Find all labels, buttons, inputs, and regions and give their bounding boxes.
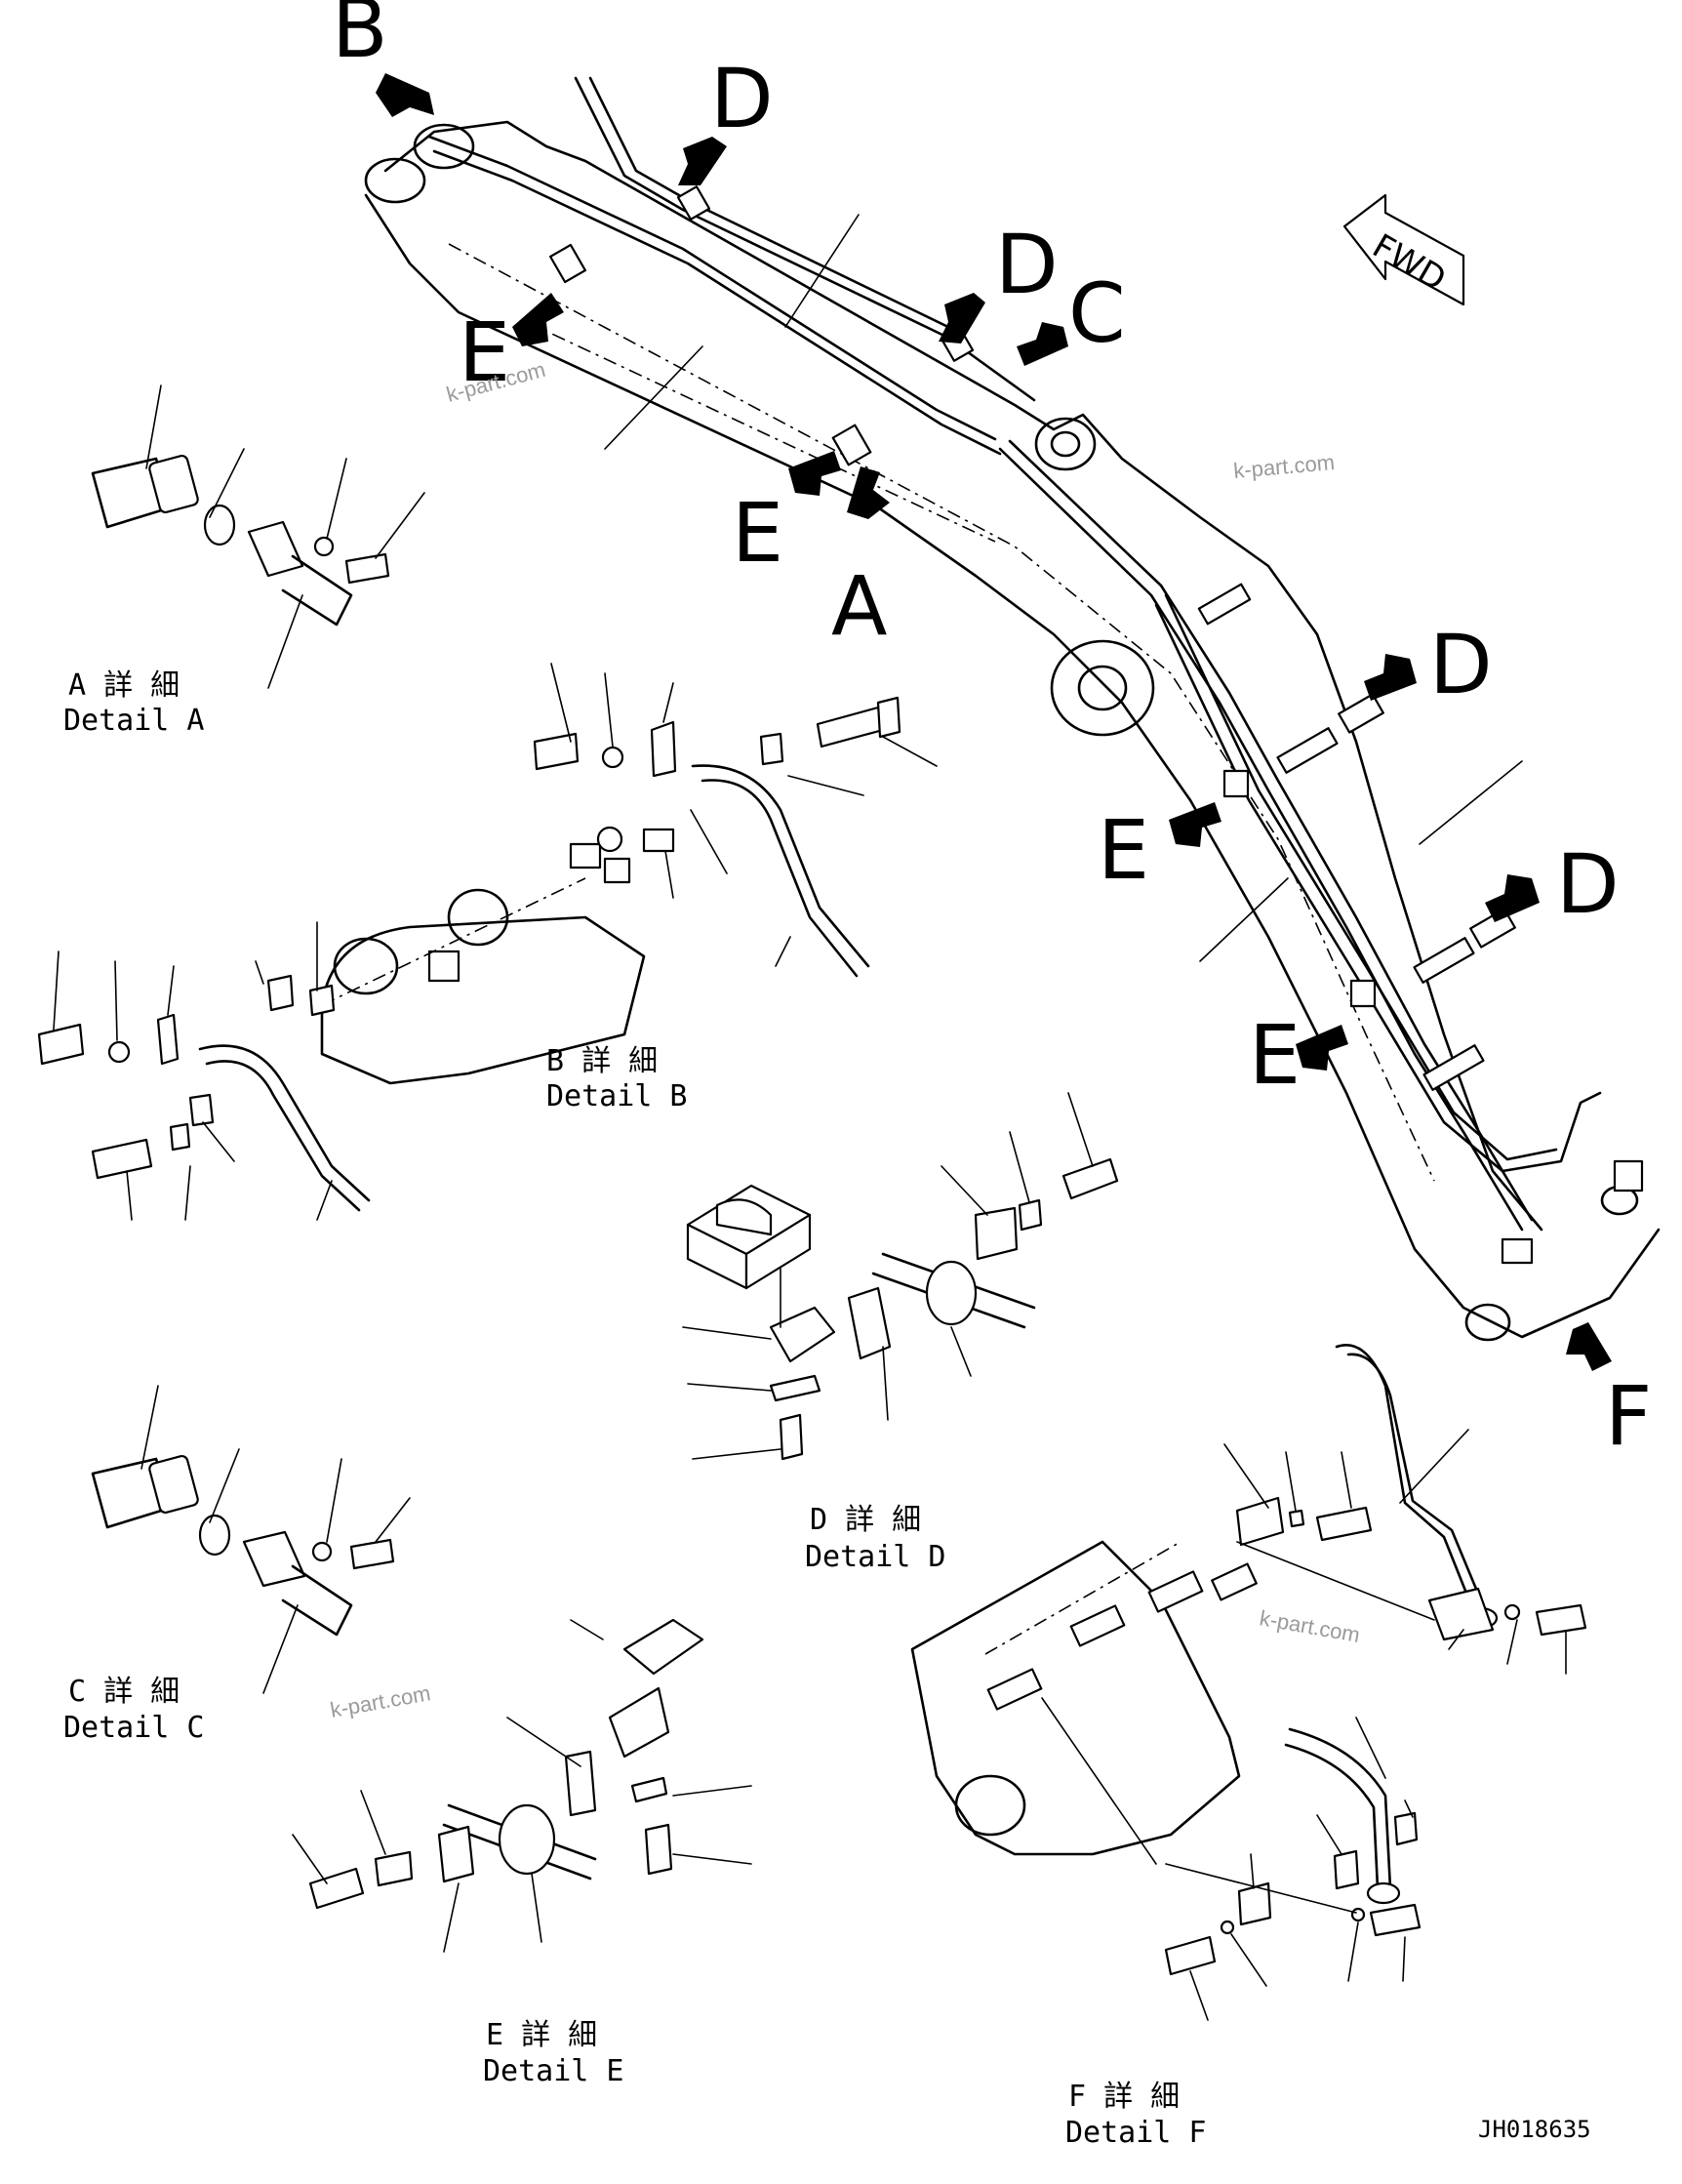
- detail-b-jp: B 詳 細: [546, 1044, 658, 1078]
- detail-c-jp: C 詳 細: [68, 1675, 180, 1709]
- view-label-d: D: [995, 217, 1059, 312]
- callout-arrow-icon: [1169, 802, 1221, 847]
- detail-d: D 詳 細 Detail D: [682, 1092, 1119, 1574]
- view-label-e: E: [459, 304, 510, 400]
- detail-a-jp: A 詳 細: [68, 668, 180, 703]
- detail-b-en: Detail B: [546, 1079, 688, 1113]
- callout-arrow-icon: [788, 451, 841, 496]
- detail-e: E 詳 細 Detail E: [292, 1618, 752, 2088]
- view-label-d: D: [710, 51, 774, 146]
- view-label-a: A: [831, 558, 887, 654]
- detail-b: B 詳 細 Detail B: [37, 663, 938, 1221]
- fwd-arrow-icon: FWD: [1342, 193, 1465, 306]
- callout-arrow-icon: [1566, 1322, 1612, 1371]
- detail-f: F 詳 細 Detail F: [910, 1344, 1587, 2150]
- detail-c: C 詳 細 Detail C: [63, 1385, 411, 1745]
- watermark: k-part.com: [1258, 1605, 1362, 1647]
- detail-a-en: Detail A: [63, 704, 205, 738]
- view-label-e: E: [1098, 802, 1149, 898]
- detail-d-jp: D 詳 細: [810, 1503, 921, 1537]
- view-label-f: F: [1605, 1368, 1652, 1464]
- view-label-d: D: [1429, 617, 1493, 712]
- callout-arrows: [376, 73, 1612, 1371]
- callout-arrow-icon: [847, 466, 890, 519]
- boom-assembly: [364, 76, 1661, 1342]
- drawing-code: JH018635: [1478, 2116, 1591, 2143]
- watermark: k-part.com: [329, 1680, 433, 1722]
- detail-d-en: Detail D: [805, 1540, 946, 1574]
- detail-e-en: Detail E: [483, 2054, 624, 2088]
- callout-arrow-icon: [939, 293, 985, 344]
- view-label-e: E: [732, 485, 783, 581]
- callout-arrow-icon: [678, 137, 727, 185]
- watermark: k-part.com: [1232, 450, 1336, 483]
- callout-arrow-icon: [1364, 654, 1417, 701]
- view-labels: B D D C E E A D E D E F: [332, 0, 1652, 1464]
- callout-arrow-icon: [1296, 1025, 1348, 1071]
- detail-e-jp: E 詳 細: [486, 2018, 597, 2052]
- callout-arrow-icon: [512, 293, 564, 346]
- detail-f-en: Detail F: [1065, 2116, 1207, 2150]
- view-label-b: B: [332, 0, 388, 76]
- callout-arrow-icon: [1485, 874, 1540, 922]
- callout-arrow-icon: [376, 73, 434, 117]
- detail-a: A 詳 細 Detail A: [63, 384, 425, 738]
- detail-f-jp: F 詳 細: [1068, 2080, 1180, 2114]
- view-label-e: E: [1249, 1007, 1301, 1103]
- callout-arrow-icon: [1017, 322, 1068, 366]
- detail-c-en: Detail C: [63, 1711, 205, 1745]
- view-label-c: C: [1068, 265, 1126, 361]
- view-label-d: D: [1556, 836, 1620, 932]
